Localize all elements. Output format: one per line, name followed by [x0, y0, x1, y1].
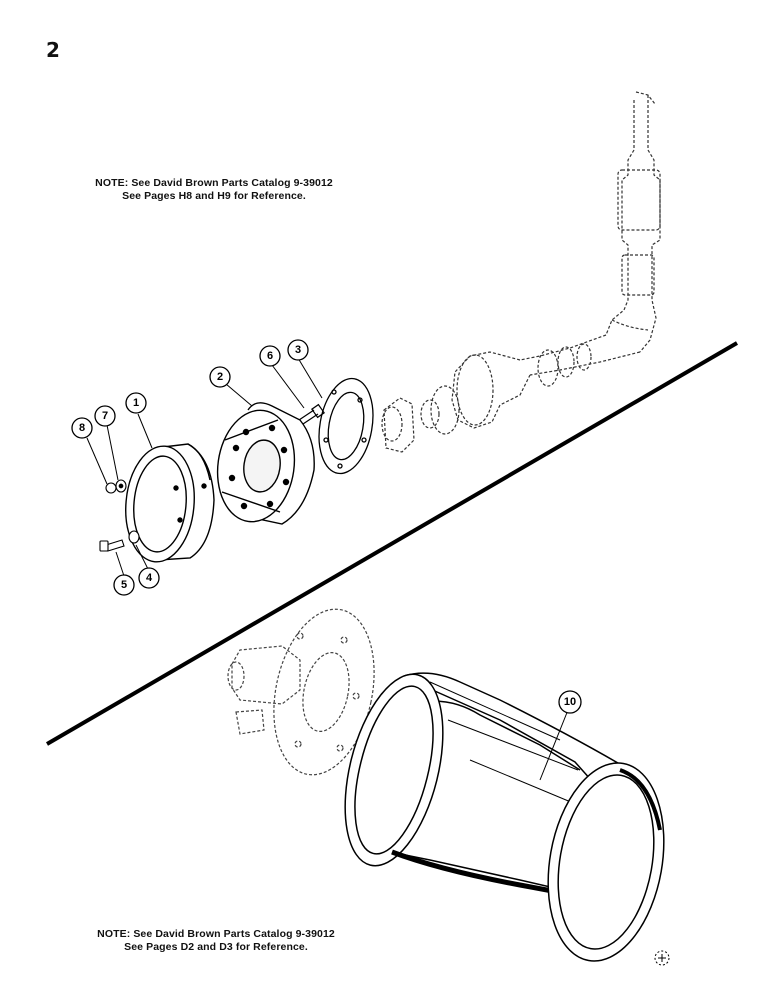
- svg-text:1: 1: [133, 397, 139, 409]
- steering-column-phantom: [519, 91, 661, 376]
- section-divider-line: [45, 341, 739, 746]
- svg-text:2: 2: [217, 371, 223, 383]
- callout-1: 1: [125, 392, 147, 414]
- svg-text:6: 6: [267, 350, 273, 362]
- page-marker-symbol: [654, 950, 670, 966]
- callout-6: 6: [259, 345, 281, 367]
- leader-line-part-10: [539, 709, 569, 781]
- svg-text:5: 5: [121, 579, 127, 591]
- callout-10: 10: [558, 690, 582, 714]
- top-note-line-2: See Pages H8 and H9 for Reference.: [122, 190, 306, 202]
- callout-4: 4: [138, 567, 160, 589]
- page-number: 2: [46, 38, 60, 62]
- svg-text:7: 7: [102, 410, 108, 422]
- bottom-note-line-2: See Pages D2 and D3 for Reference.: [124, 941, 308, 953]
- axle-spindle-phantom: [381, 343, 592, 453]
- rim-part: [125, 443, 215, 563]
- top-reference-note: NOTE: See David Brown Parts Catalog 9-39…: [84, 177, 344, 203]
- callout-7: 7: [94, 405, 116, 427]
- bolt-part-5: [99, 530, 140, 552]
- svg-text:8: 8: [79, 422, 85, 434]
- svg-text:3: 3: [295, 344, 301, 356]
- leader-lines-upper: [86, 357, 323, 577]
- wheel-center-disc-part: [216, 402, 315, 525]
- callout-5: 5: [113, 574, 135, 596]
- spacer-ring-part: [318, 377, 374, 475]
- callout-8: 8: [71, 417, 93, 439]
- svg-text:4: 4: [146, 572, 153, 584]
- top-note-line-1: NOTE: See David Brown Parts Catalog 9-39…: [95, 177, 333, 189]
- hub-phantom: [227, 608, 375, 776]
- bottom-note-line-1: NOTE: See David Brown Parts Catalog 9-39…: [97, 928, 335, 940]
- nut-washer-parts: [105, 479, 127, 494]
- large-wheel-part: [344, 672, 665, 962]
- svg-text:10: 10: [564, 696, 576, 708]
- callout-2: 2: [209, 366, 231, 388]
- callout-3: 3: [287, 339, 309, 361]
- bottom-reference-note: NOTE: See David Brown Parts Catalog 9-39…: [84, 928, 348, 954]
